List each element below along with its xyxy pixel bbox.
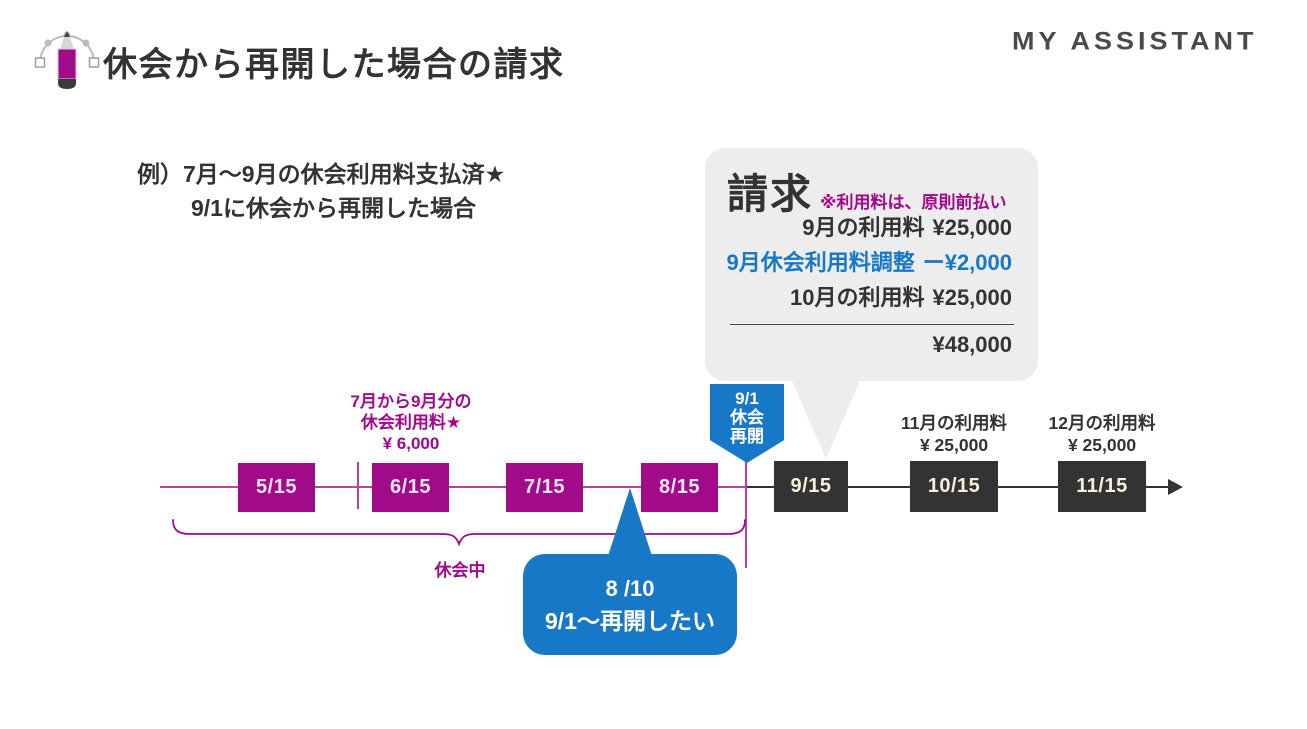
fee-label-line2: 休会利用料★ <box>360 413 462 432</box>
example-note: 例）7月～9月の休会利用料支払済★ 9/1に休会から再開した場合 <box>137 157 505 225</box>
timeline-tick <box>357 462 359 509</box>
usage-label-line2: ¥ 25,000 <box>1067 435 1137 455</box>
date-box-9-15: 9/15 <box>774 461 848 512</box>
usage-label-line2: ¥ 25,000 <box>919 435 989 455</box>
billing-row-label: 10月の利用料 <box>789 285 925 310</box>
billing-divider <box>730 324 1014 325</box>
billing-callout: 請求 ※利用料は、原則前払い 9月の利用料 ¥25,000 9月休会利用料調整ー¥… <box>705 148 1038 381</box>
billing-row-october: 10月の利用料 ¥25,000 <box>726 280 1012 315</box>
fee-label-line3: ¥ 6,000 <box>382 434 440 453</box>
usage-label-november: 11月の利用料 ¥ 25,000 <box>864 412 1044 456</box>
fee-label-line1: 7月から9月分の <box>350 392 472 411</box>
usage-label-december: 12月の利用料 ¥ 25,000 <box>1012 412 1192 456</box>
date-box-11-15: 11/15 <box>1058 461 1146 512</box>
usage-label-line1: 11月の利用料 <box>901 413 1007 433</box>
example-line2: 9/1に休会から再開した場合 <box>191 195 476 221</box>
billing-row-label: 9月休会利用料調整 <box>726 250 915 275</box>
suspension-fee-label: 7月から9月分の 休会利用料★ ¥ 6,000 <box>321 391 501 454</box>
speech-callout-tail <box>608 488 652 556</box>
date-box-10-15: 10/15 <box>910 461 998 512</box>
billing-note: ※利用料は、原則前払い <box>820 193 1007 212</box>
date-box-7-15: 7/15 <box>506 463 583 512</box>
date-box-8-15: 8/15 <box>641 463 718 512</box>
pen-tool-icon <box>34 31 100 89</box>
speech-callout: 8 /10 9/1～再開したい <box>523 554 737 655</box>
billing-rows: 9月の利用料 ¥25,000 9月休会利用料調整ー¥2,000 10月の利用料 ¥2… <box>726 210 1012 315</box>
speech-callout-message: 9/1～再開したい <box>545 607 715 634</box>
suspension-period-label: 休会中 <box>434 561 486 580</box>
resume-marker-line2: 休会 <box>730 408 764 427</box>
resume-boundary-line <box>745 462 747 568</box>
speech-callout-date: 8 /10 <box>605 575 655 601</box>
billing-row-amount: ¥25,000 <box>932 215 1012 240</box>
billing-row-label: 9月の利用料 <box>802 215 925 240</box>
billing-row-amount: ¥25,000 <box>932 285 1012 310</box>
billing-row-september: 9月の利用料 ¥25,000 <box>726 210 1012 245</box>
billing-title: 請求 <box>727 171 813 217</box>
billing-callout-tail <box>790 376 862 459</box>
usage-label-line1: 12月の利用料 <box>1048 413 1156 433</box>
billing-row-amount: ー¥2,000 <box>922 250 1012 275</box>
date-box-6-15: 6/15 <box>372 463 449 512</box>
page-title: 休会から再開した場合の請求 <box>103 46 565 84</box>
billing-total: ¥48,000 <box>932 332 1012 357</box>
billing-row-adjustment: 9月休会利用料調整ー¥2,000 <box>726 245 1012 280</box>
date-box-5-15: 5/15 <box>238 463 315 512</box>
timeline-arrow-icon <box>1168 479 1183 495</box>
example-line1: 例）7月～9月の休会利用料支払済★ <box>137 161 506 187</box>
resume-marker-line3: 再開 <box>730 427 764 446</box>
resume-marker: 9/1 休会 再開 <box>710 384 784 463</box>
resume-marker-date: 9/1 <box>735 389 759 408</box>
brand-logo: MY ASSISTANT <box>1012 27 1258 55</box>
timeline-suspension-line <box>160 486 746 488</box>
billing-header: 請求 ※利用料は、原則前払い <box>727 160 1007 220</box>
suspension-brace <box>172 519 746 547</box>
